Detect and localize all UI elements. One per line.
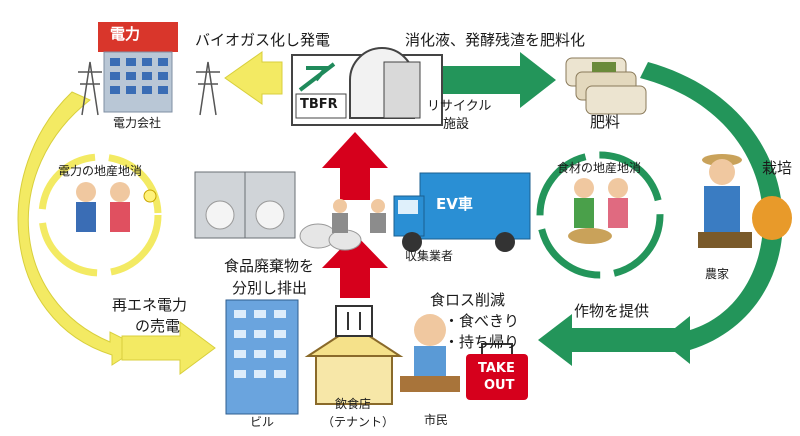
food-local-label: 食材の地産地消	[557, 161, 642, 175]
yellow-arrow-to-power	[224, 51, 283, 105]
recycle-facility-building	[291, 47, 443, 126]
building-label: ビル	[250, 415, 275, 429]
waste-bin-icon	[194, 171, 296, 239]
renewable-label-1: 再エネ電力	[112, 296, 188, 314]
power-local-cycle	[38, 153, 162, 277]
power-couple-icon	[76, 182, 157, 232]
power-company-building	[98, 22, 178, 113]
green-arrow-to-citizen	[538, 314, 690, 366]
power-company-sign: 電力	[110, 25, 141, 43]
digestate-label: 消化液、発酵残渣を肥料化	[405, 31, 586, 49]
cultivation-label: 栽培	[762, 159, 793, 177]
garbage-bag-icon	[299, 223, 362, 251]
biogas-label: バイオガス化し発電	[195, 31, 331, 49]
food-waste-label-2: 分別し排出	[232, 279, 308, 297]
food-loss-title: 食ロス削減	[430, 291, 506, 309]
food-couple-icon	[568, 178, 628, 244]
green-arrow-to-fertilizer	[440, 52, 556, 108]
tbfr-logo-label: TBFR	[300, 97, 338, 112]
food-loss-item-2: ・持ち帰り	[444, 333, 520, 351]
power-local-label: 電力の地産地消	[58, 164, 143, 178]
office-building-icon	[225, 299, 299, 415]
food-local-cycle	[536, 151, 664, 279]
recycle-facility-label-2: 施設	[443, 117, 470, 132]
restaurant-label-2: （テナント）	[322, 415, 395, 429]
ev-truck-label: EV車	[436, 195, 473, 213]
farmer-icon	[698, 154, 752, 248]
food-loss-item-1: ・食べきり	[444, 312, 520, 330]
fertilizer-bag-icon	[565, 57, 647, 115]
collector-label: 収集業者	[405, 249, 454, 263]
provide-crops-label: 作物を提供	[574, 302, 650, 320]
citizen-label: 市民	[424, 413, 449, 427]
yellow-arrow-to-building	[121, 321, 216, 375]
ev-truck-icon	[393, 172, 531, 252]
recycle-facility-label-1: リサイクル	[427, 99, 492, 114]
renewable-label-2: の売電	[135, 317, 181, 335]
food-waste-label-1: 食品廃棄物を	[224, 257, 315, 275]
red-arrow-upper	[322, 132, 388, 200]
farmer-label: 農家	[705, 267, 730, 281]
green-curve-arrow	[640, 62, 783, 364]
restaurant-icon	[304, 305, 404, 405]
takeout-label-2: OUT	[484, 378, 515, 393]
takeout-label-1: TAKE	[478, 361, 515, 376]
transmission-tower-icon	[78, 61, 220, 116]
fertilizer-label: 肥料	[590, 113, 621, 131]
restaurant-label-1: 飲食店	[335, 397, 372, 411]
takeout-bag-icon	[466, 343, 528, 400]
power-company-label: 電力会社	[113, 116, 162, 130]
worker-icon	[332, 199, 386, 233]
onion-icon	[752, 196, 792, 240]
yellow-curve-arrow	[17, 91, 142, 366]
citizen-icon	[400, 314, 460, 392]
red-arrow-lower	[322, 234, 388, 298]
